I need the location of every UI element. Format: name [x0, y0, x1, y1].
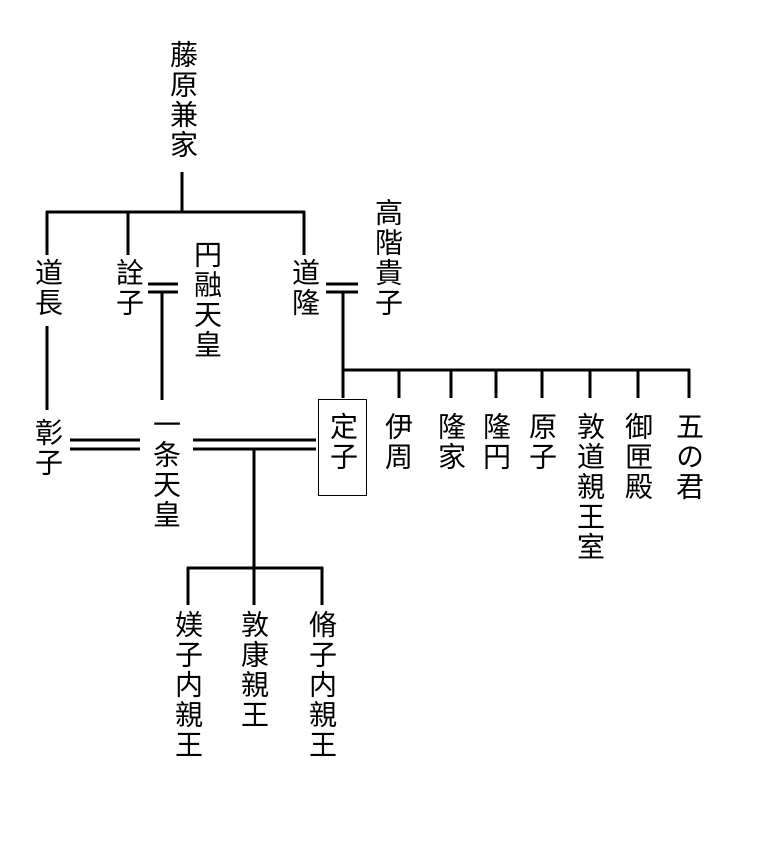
name-shushi: 脩子内親王	[305, 610, 338, 760]
name-ryuen: 隆円	[479, 412, 512, 472]
name-mikushigedono: 御匣殿	[621, 412, 654, 502]
name-korechika: 伊周	[381, 412, 414, 472]
name-gonokimi: 五の君	[672, 412, 705, 502]
name-kaneie: 藤原兼家	[166, 40, 199, 160]
name-genshi: 原子	[525, 412, 558, 472]
name-ichijo: 一条天皇	[149, 410, 182, 530]
name-takashina: 高階貴子	[371, 198, 404, 318]
name-en-yu: 円融天皇	[190, 240, 223, 360]
name-atsumichi-wife: 敦道親王室	[573, 412, 606, 562]
name-senshi: 詮子	[112, 258, 145, 318]
teishi-box	[318, 399, 367, 496]
name-atsuyasu: 敦康親王	[237, 610, 270, 730]
name-shoshi: 彰子	[31, 418, 64, 478]
name-teishi: 定子	[326, 412, 359, 472]
name-michinaga: 道長	[31, 258, 64, 318]
name-bishi: 媄子内親王	[171, 610, 204, 760]
name-takaie: 隆家	[434, 412, 467, 472]
name-michitaka: 道隆	[288, 258, 321, 318]
